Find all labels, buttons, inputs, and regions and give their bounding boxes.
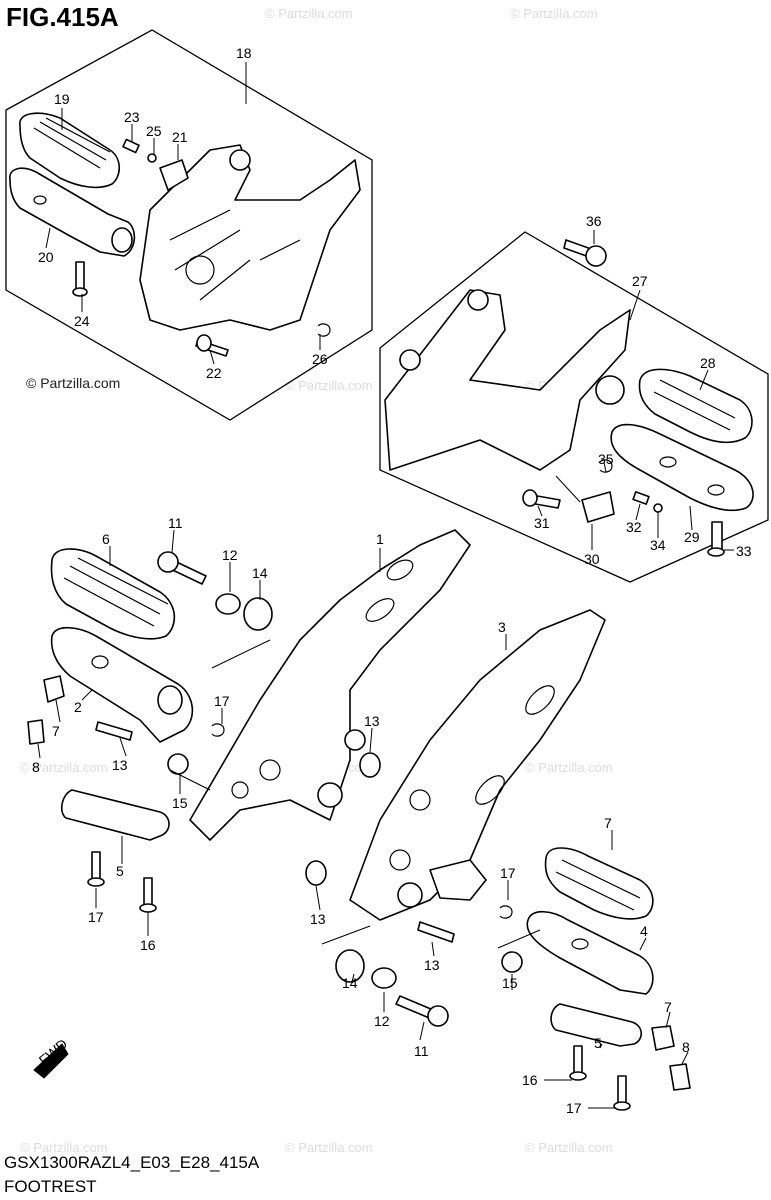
watermark-main: © Partzilla.com	[26, 375, 121, 391]
callout-6-left: 6	[102, 531, 110, 547]
fwd-arrow: FWD	[33, 1036, 70, 1079]
part-18-bracket	[139, 144, 361, 331]
callout-17-left: 17	[214, 693, 230, 709]
callout-24: 24	[74, 313, 90, 329]
figure-name: FOOTREST	[4, 1177, 97, 1196]
callout-28: 28	[700, 355, 716, 371]
callout-8-right: 8	[682, 1039, 690, 1055]
lower-right-small-parts	[335, 847, 691, 1111]
watermark: © Partzilla.com	[20, 760, 108, 775]
figure-code: GSX1300RAZL4_E03_E28_415A	[4, 1153, 260, 1172]
callout-8-left: 8	[32, 759, 40, 775]
callout-18: 18	[236, 45, 252, 61]
callout-7-left: 7	[52, 723, 60, 739]
callout-14-right: 15	[502, 975, 518, 991]
callout-5-left: 5	[116, 863, 124, 879]
part-6-footrest-rubber-left	[50, 548, 176, 640]
callout-29: 29	[684, 529, 700, 545]
callout-30: 30	[584, 551, 600, 567]
callout-16-right: 17	[566, 1100, 582, 1116]
watermark: © Partzilla.com	[265, 6, 353, 21]
lower-left-small-parts	[27, 551, 381, 913]
watermark: © Partzilla.com	[20, 1140, 108, 1155]
watermark: © Partzilla.com	[510, 6, 598, 21]
callout-21: 21	[172, 129, 188, 145]
callout-9-top: 11	[168, 515, 183, 531]
callout-32: 32	[626, 519, 642, 535]
callout-19: 19	[54, 91, 70, 107]
callout-22: 22	[206, 365, 222, 381]
callout-9-bottom: 11	[414, 1043, 429, 1059]
part-28-footrest-rubber	[638, 368, 753, 444]
assembly-frame-left	[5, 29, 373, 421]
assembly-frame-right	[379, 231, 769, 583]
callout-33: 33	[736, 543, 752, 559]
callout-7-right: 7	[664, 999, 672, 1015]
callout-5-right: 5	[594, 1035, 602, 1051]
small-parts-top-right	[522, 239, 725, 557]
watermark: © Partzilla.com	[525, 1140, 613, 1155]
leader-lines	[37, 62, 734, 1109]
callout-1: 1	[376, 531, 384, 547]
part-3-bracket-right	[349, 609, 606, 921]
callout-34: 34	[650, 537, 666, 553]
callout-10-top: 12	[222, 547, 238, 563]
callout-11-top: 13	[364, 713, 380, 729]
callout-12-right: 13	[424, 957, 440, 973]
callouts: 18 19 23 25 21 20 24 22 26 36 27 28 35 3…	[32, 45, 752, 1116]
part-2-footrest-arm-left	[50, 626, 194, 743]
watermark: © Partzilla.com	[285, 378, 373, 393]
callout-20: 20	[38, 249, 54, 265]
small-parts-top-left	[72, 138, 331, 357]
callout-11-bottom: 13	[310, 911, 326, 927]
callout-13-bottom: 14	[342, 975, 358, 991]
part-19-footrest-rubber	[19, 112, 121, 189]
callout-14-left: 15	[172, 795, 188, 811]
callout-25: 25	[146, 123, 162, 139]
callout-6-right: 7	[604, 815, 612, 831]
watermark: © Partzilla.com	[285, 1140, 373, 1155]
callout-36: 36	[586, 213, 602, 229]
callout-26: 26	[312, 351, 328, 367]
part-20-footrest-arm	[9, 167, 136, 257]
callout-27: 27	[632, 273, 648, 289]
callout-4: 4	[640, 923, 648, 939]
callout-3: 3	[498, 619, 506, 635]
callout-16-left: 17	[88, 909, 104, 925]
callout-23: 23	[124, 109, 140, 125]
callout-2: 2	[74, 699, 82, 715]
figure-title: FIG.415A	[6, 2, 119, 32]
callout-15-left: 16	[140, 937, 156, 953]
callout-13-top: 14	[252, 565, 268, 581]
callout-15-right: 16	[522, 1072, 538, 1088]
part-27-bracket	[384, 289, 631, 471]
watermark: © Partzilla.com	[525, 760, 613, 775]
callout-31: 31	[534, 515, 550, 531]
callout-12-left: 13	[112, 757, 128, 773]
part-1-bracket-left	[189, 529, 471, 841]
callout-10-bottom: 12	[374, 1013, 390, 1029]
part-29-footrest-arm	[610, 423, 754, 512]
callout-35: 35	[598, 451, 614, 467]
callout-17-right: 17	[500, 865, 516, 881]
